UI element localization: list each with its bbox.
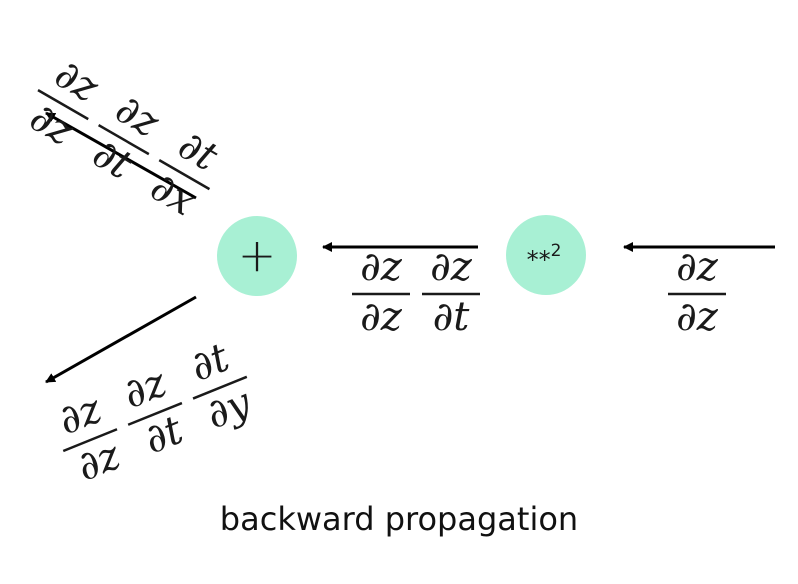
fraction-bar [192,375,248,400]
fraction: ∂z∂z [668,244,726,340]
arrow-add-to-y [45,295,197,384]
pow-operator: ** [527,246,551,274]
pow-node-label: **2 [527,241,562,274]
fraction: ∂z∂z [352,244,410,340]
fraction: ∂z∂t [422,244,480,340]
gradient-middle: ∂z∂z∂z∂t [352,244,480,340]
arrow-add-to-x [45,111,197,200]
add-node [217,216,297,296]
fraction-denominator: ∂t [433,294,471,340]
fraction-bar [127,401,183,426]
gradient-to-y: ∂z∂z∂z∂t∂t∂y [52,334,259,491]
fraction-denominator: ∂z [71,432,128,491]
fraction-bar [97,124,150,156]
fraction-denominator: ∂t [138,407,190,464]
fraction-denominator: ∂z [676,294,719,340]
gradient-input: ∂z∂z [668,244,726,340]
fraction-numerator: ∂z [360,244,403,290]
fraction-bar [37,89,89,121]
fraction: ∂t∂y [184,334,259,438]
fraction-numerator: ∂t [184,334,236,391]
fraction-bar [158,159,211,191]
fraction-numerator: ∂z [430,244,473,290]
fraction: ∂z∂t [117,359,190,464]
fraction-denominator: ∂z [360,294,403,340]
gradient-to-x: ∂z∂z∂z∂t∂t∂x [22,51,226,225]
pow-exponent: 2 [551,241,562,261]
fraction-bar [62,428,118,453]
fraction-numerator: ∂z [676,244,719,290]
diagram-caption: backward propagation [219,500,579,538]
pow-node [506,215,586,295]
fraction-denominator: ∂y [200,379,259,438]
fraction: ∂z∂z [52,386,128,491]
add-node-symbol: + [238,228,277,282]
